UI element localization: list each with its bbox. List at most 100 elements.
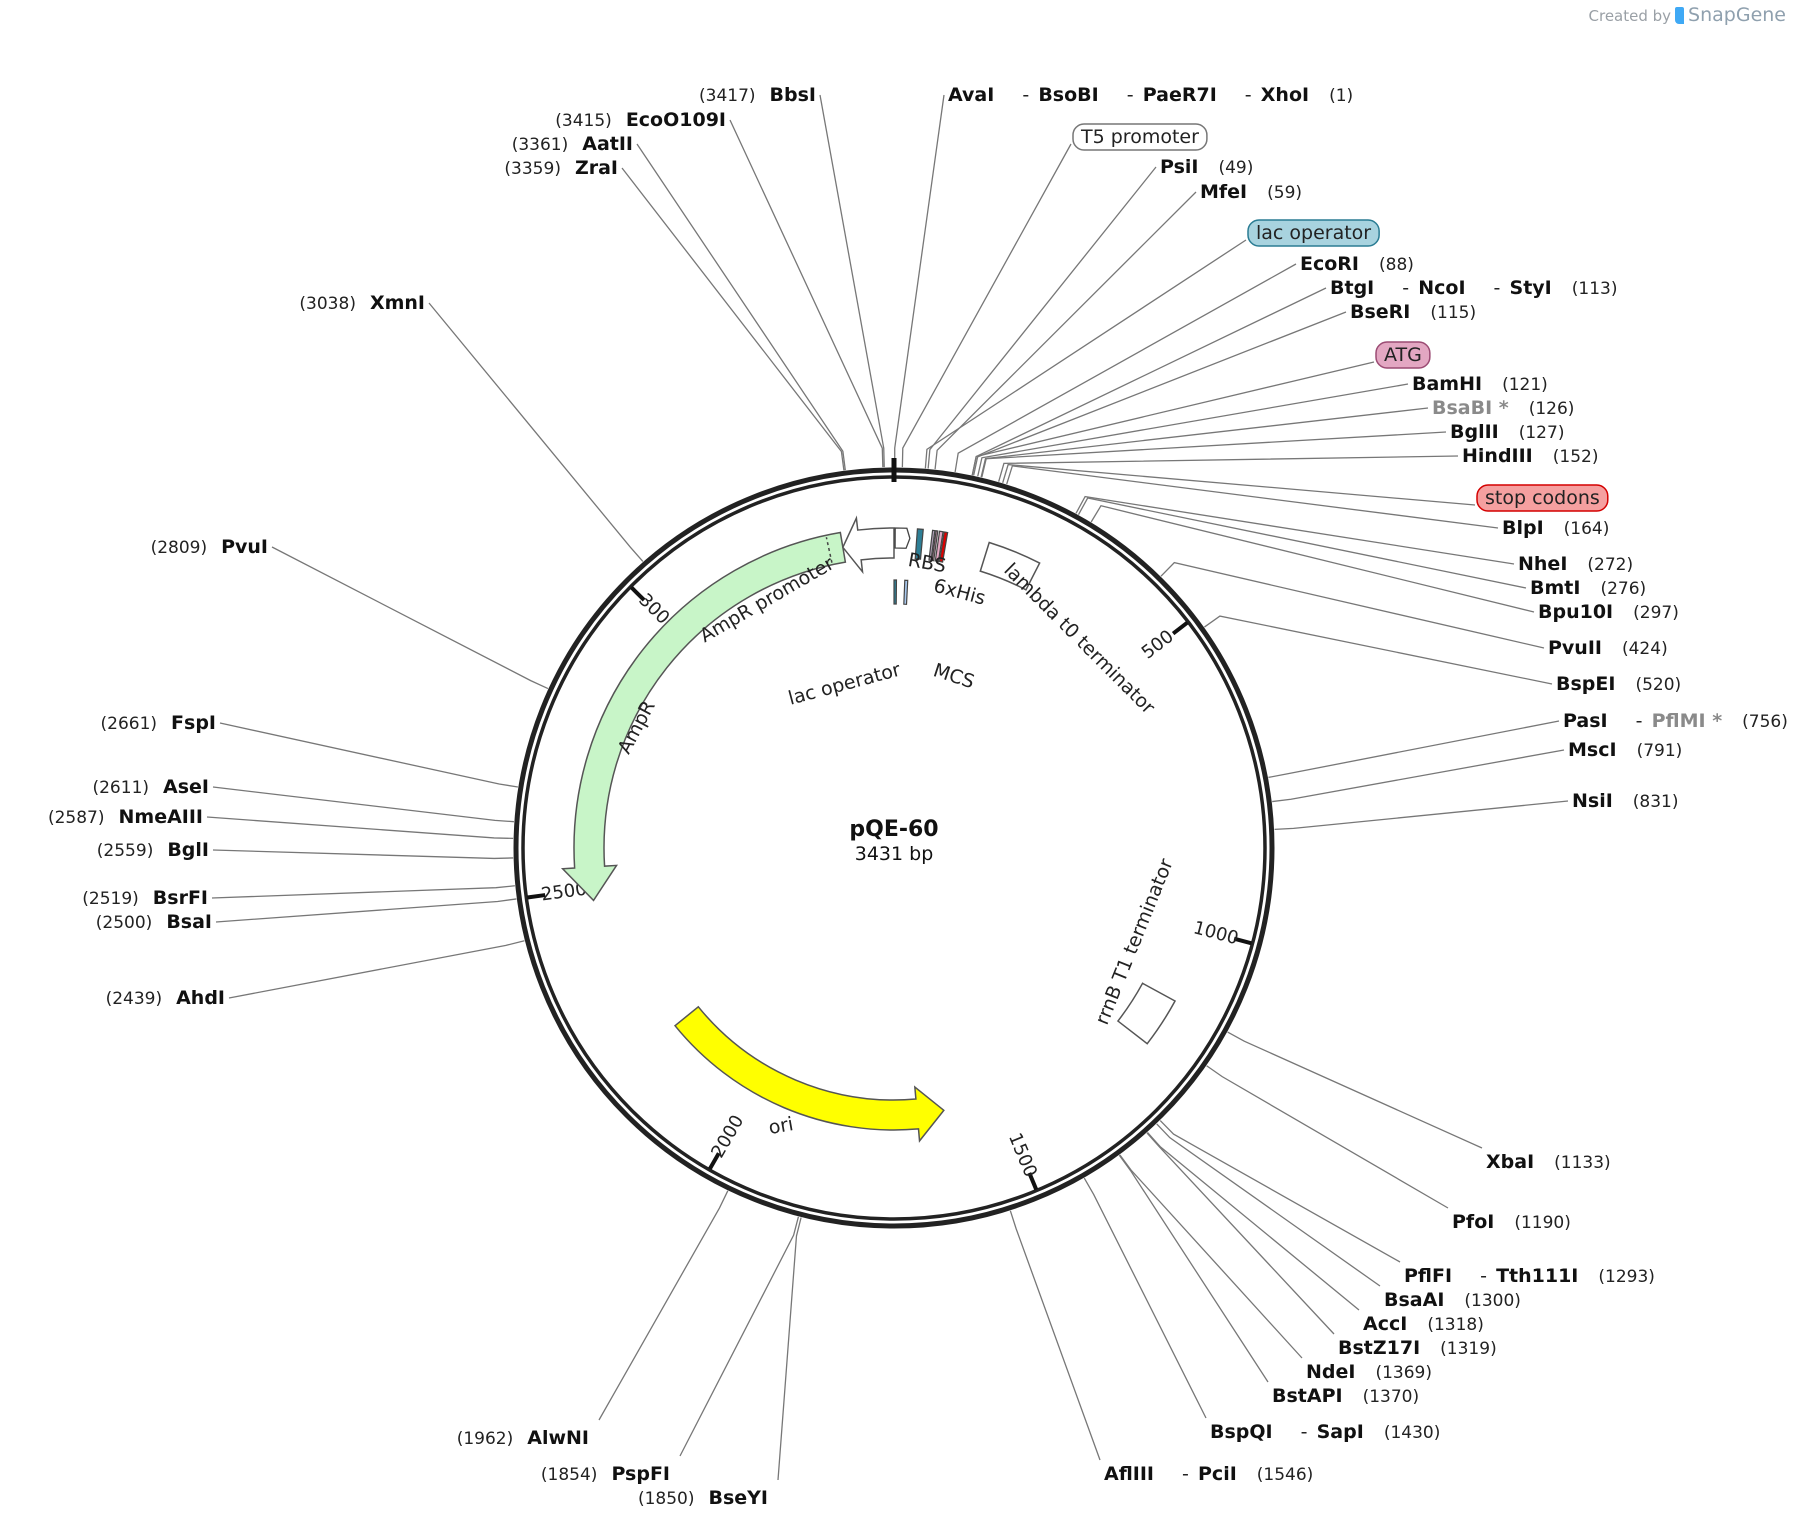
site-label-bsai: BsaI(2500) xyxy=(96,911,212,933)
site-position: (1370) xyxy=(1363,1387,1420,1407)
tick-label: 1000 xyxy=(1191,917,1241,949)
site-position: (297) xyxy=(1633,603,1679,623)
site-name-bsrfi: BsrFI xyxy=(153,887,208,909)
site-position: (152) xyxy=(1553,447,1599,467)
site-name-pflmi: PflMI * xyxy=(1652,710,1723,732)
site-label-bpu10i: Bpu10I(297) xyxy=(1538,601,1679,623)
callout-leader xyxy=(971,361,1375,476)
leader-line xyxy=(1146,1132,1335,1335)
site-label-bspqi-sapi: BspQI-SapI(1430) xyxy=(1210,1421,1440,1443)
feature-lambda-t0-terminator xyxy=(979,541,1041,591)
leader-line xyxy=(1077,497,1527,589)
site-label-bsrfi: BsrFI(2519) xyxy=(82,887,208,909)
leader-line xyxy=(981,431,1447,478)
site-position: (1318) xyxy=(1427,1315,1484,1335)
rbs-marker xyxy=(928,529,936,562)
site-position: (1190) xyxy=(1514,1213,1571,1233)
feature-ampr xyxy=(560,531,847,902)
site-label-bstapi: BstAPI (1370) xyxy=(1272,1385,1419,1407)
tick-mark xyxy=(527,893,546,900)
callout-leader xyxy=(924,239,1247,469)
site-label-pfoi: PfoI(1190) xyxy=(1452,1211,1571,1233)
site-position: (424) xyxy=(1622,639,1668,659)
leader-line xyxy=(206,816,514,840)
site-label-afliii-pcii: AflIII-PciI(1546) xyxy=(1104,1463,1313,1485)
leader-line xyxy=(894,94,945,468)
site-label-asei: AseI(2611) xyxy=(92,776,209,798)
callout-box xyxy=(1476,484,1609,512)
callout-leader xyxy=(901,143,1072,468)
site-name-ahdi: AhdI xyxy=(176,987,225,1009)
tick-mark xyxy=(1233,936,1253,946)
stop-codon-marker xyxy=(938,531,949,563)
site-name-psii: PsiI xyxy=(1160,156,1198,178)
lac-operator-top-marker xyxy=(914,528,924,560)
site-separator: - xyxy=(1480,1265,1487,1287)
leader-line xyxy=(971,287,1327,476)
leader-line xyxy=(729,119,884,468)
site-label-bseri: BseRI(115) xyxy=(1350,301,1476,323)
site-position: (3038) xyxy=(299,294,356,314)
leader-line xyxy=(1227,1031,1483,1149)
leader-line xyxy=(1206,1065,1449,1209)
site-name-ncoi: NcoI xyxy=(1418,277,1465,299)
inner-label-mcs: MCS xyxy=(931,659,977,693)
site-position: (115) xyxy=(1430,303,1476,323)
leader-line xyxy=(1075,495,1515,565)
site-position: (1850) xyxy=(638,1489,695,1509)
site-position: (1300) xyxy=(1464,1291,1521,1311)
site-position: (2500) xyxy=(96,913,153,933)
site-position: (127) xyxy=(1519,423,1565,443)
site-name-xbai: XbaI xyxy=(1486,1151,1534,1173)
site-separator: - xyxy=(1245,84,1252,106)
leader-line xyxy=(1156,1123,1381,1287)
site-name-nmeaiii: NmeAIII xyxy=(119,806,204,828)
small-feature-markers xyxy=(893,527,949,605)
site-name-bsabi: BsaBI * xyxy=(1432,397,1509,419)
site-label-alwni: AlwNI(1962) xyxy=(457,1427,589,1449)
site-name-bstapi: BstAPI xyxy=(1272,1385,1343,1407)
site-name-blpi: BlpI xyxy=(1502,517,1544,539)
leader-line xyxy=(954,263,1297,473)
site-name-bsobi: BsoBI xyxy=(1038,84,1098,106)
site-label-nsii: NsiI(831) xyxy=(1572,790,1679,812)
site-position: (121) xyxy=(1502,375,1548,395)
site-name-nsii: NsiI xyxy=(1572,790,1613,812)
callout-stop-codons: stop codons xyxy=(1476,484,1609,512)
site-position: (3415) xyxy=(555,111,612,131)
leader-line xyxy=(636,143,846,471)
leader-line xyxy=(215,898,517,923)
site-name-ecori: EcoRI xyxy=(1300,253,1359,275)
site-name-hindiii: HindIII xyxy=(1462,445,1533,467)
ampr-dashed-divider xyxy=(825,537,833,563)
leader-line xyxy=(819,94,885,468)
callout-box xyxy=(1247,219,1380,247)
tick-label: 1500 xyxy=(1004,1130,1041,1180)
site-label-ecori: EcoRI(88) xyxy=(1300,253,1414,275)
site-name-alwni: AlwNI xyxy=(527,1427,589,1449)
plasmid-name: pQE-60 xyxy=(849,817,938,842)
site-label-pspfi: PspFI(1854) xyxy=(541,1463,670,1485)
leader-line xyxy=(998,455,1459,482)
site-name-bmti: BmtI xyxy=(1530,577,1580,599)
callout-box xyxy=(1375,341,1431,369)
leader-line xyxy=(1274,800,1569,830)
site-name-ndei: NdeI xyxy=(1306,1361,1355,1383)
leader-line xyxy=(1147,1132,1360,1311)
leader-line xyxy=(211,885,515,899)
site-name-paer7i: PaeR7I xyxy=(1143,84,1217,106)
leader-line xyxy=(980,407,1429,478)
callout-label: stop codons xyxy=(1485,487,1600,509)
feature-rrnb-t1-terminator xyxy=(1116,982,1177,1045)
site-label-pflfi-tth111i: PflFI-Tth111I(1293) xyxy=(1404,1265,1655,1287)
callout-label: T5 promoter xyxy=(1080,126,1199,148)
site-name-pflfi: PflFI xyxy=(1404,1265,1452,1287)
site-name-xhoi: XhoI xyxy=(1261,84,1309,106)
lac-operator-inner-marker xyxy=(893,579,898,605)
site-name-avai: AvaI xyxy=(948,84,994,106)
site-label-zrai: ZraI(3359) xyxy=(504,157,618,179)
site-label-msci: MscI(791) xyxy=(1568,739,1682,761)
leader-line xyxy=(1268,720,1560,779)
site-label-xmni: XmnI(3038) xyxy=(299,292,425,314)
site-name-nhei: NheI xyxy=(1518,553,1567,575)
